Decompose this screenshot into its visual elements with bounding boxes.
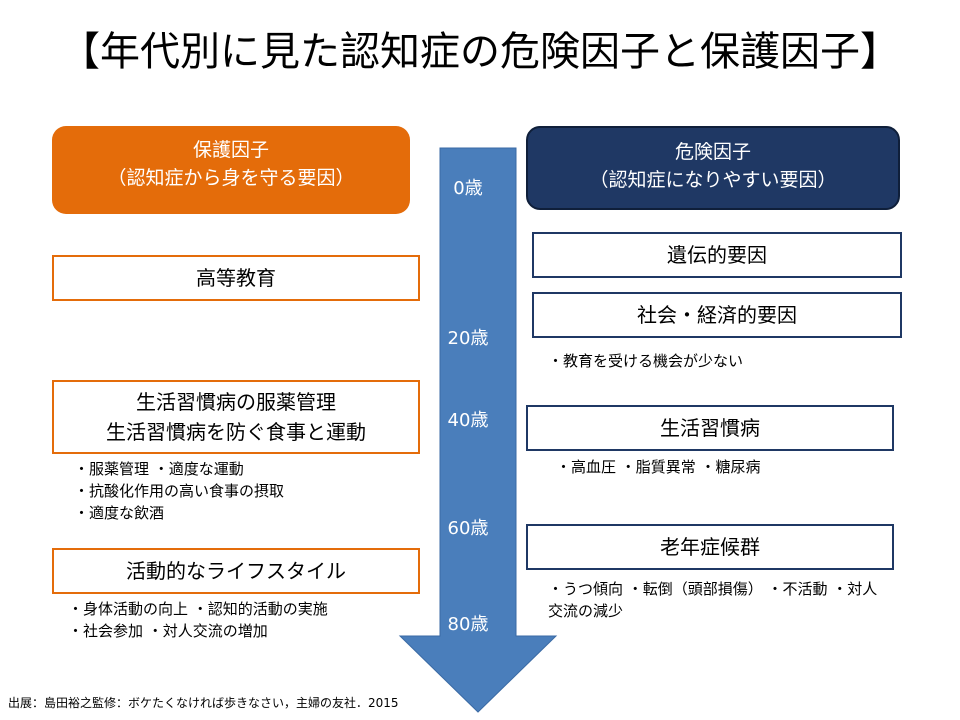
risk-factor-socioeconomic: 社会・経済的要因 (532, 292, 902, 338)
protective-factor-lifestyle-disease-management: 生活習慣病の服薬管理 生活習慣病を防ぐ食事と運動 (52, 380, 420, 454)
risk-factor-lifestyle-disease: 生活習慣病 (526, 405, 894, 451)
protective-factors-header: 保護因子 （認知症から身を守る要因） (52, 126, 410, 214)
risk-notes-lifestyle-disease: ・高血圧 ・脂質異常 ・糖尿病 (556, 458, 761, 476)
age-label-0: 0歳 (453, 178, 483, 199)
risk-factor-genetic: 遺伝的要因 (532, 232, 902, 278)
source-citation: 出展：島田裕之監修：ボケたくなければ歩きなさい，主婦の友社．2015 (8, 696, 399, 710)
risk-header-subtitle: （認知症になりやすい要因） (589, 169, 837, 191)
protective-factor-higher-education: 高等教育 (52, 255, 420, 301)
protective-factor-active-lifestyle: 活動的なライフスタイル (52, 548, 420, 594)
risk-notes-socioeconomic: ・教育を受ける機会が少ない (548, 352, 744, 370)
protective-header-title: 保護因子 (192, 139, 269, 161)
risk-header-title: 危険因子 (674, 141, 751, 163)
age-label-60: 60歳 (447, 518, 489, 539)
risk-factor-geriatric-syndrome: 老年症候群 (526, 524, 894, 570)
page-title: 【年代別に見た認知症の危険因子と保護因子】 (60, 29, 900, 75)
protective-header-subtitle: （認知症から身を守る要因） (107, 167, 355, 189)
age-label-40: 40歳 (447, 410, 489, 431)
protective-notes-lifestyle: ・服薬管理 ・適度な運動 ・抗酸化作用の高い食事の摂取 ・適度な飲酒 (74, 460, 285, 522)
age-label-20: 20歳 (447, 328, 489, 349)
risk-notes-geriatric: ・うつ傾向 ・転倒（頭部損傷） ・不活動 ・対人 交流の減少 (548, 580, 878, 620)
protective-notes-active: ・身体活動の向上 ・認知的活動の実施 ・社会参加 ・対人交流の増加 (68, 600, 328, 640)
risk-factors-header: 危険因子 （認知症になりやすい要因） (526, 126, 900, 210)
age-label-80: 80歳 (447, 614, 489, 635)
